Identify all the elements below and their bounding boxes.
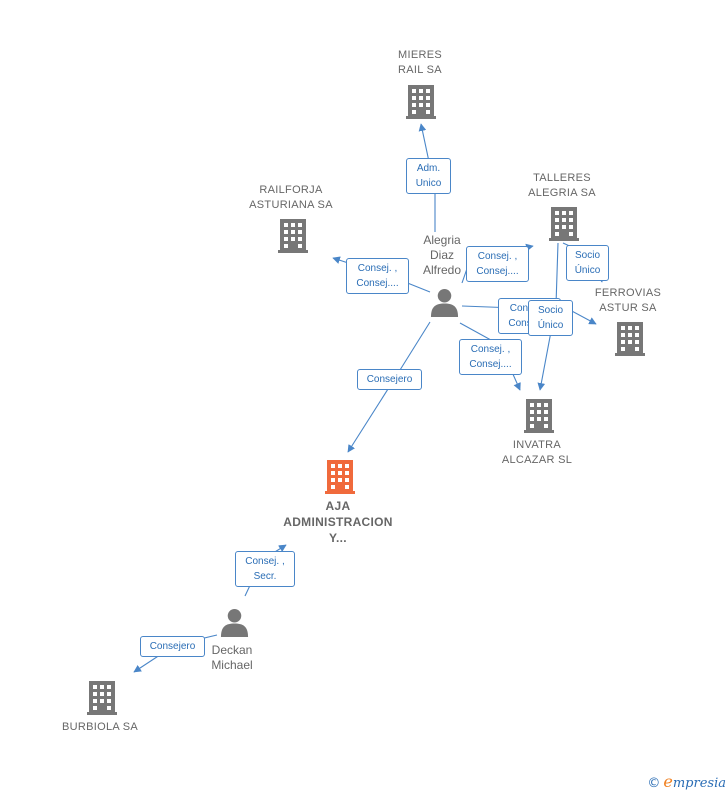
edge-label-line: Consej.... [476,266,519,277]
node-label-line: Alegria [423,233,461,247]
edge-label-line: Consej.... [469,359,512,370]
node-label-line: INVATRA [512,439,562,451]
edge-label-deckan-aja[interactable]: Consej. , Secr. [235,551,295,587]
node-label-line: MIERES [398,49,442,61]
node-label-burbiola[interactable]: BURBIOLA SA [30,720,170,735]
brand-logo-initial: e [663,772,673,791]
edge-label-line: Único [537,320,564,331]
node-label-line: ALCAZAR SL [501,454,573,466]
edge-label-talleres-ferrovias[interactable]: Socio Único [566,245,609,281]
edge-label-line: Adm. [416,163,441,174]
node-label-talleres[interactable]: TALLERES ALEGRIA SA [492,171,632,201]
node-label-line: Y... [329,531,347,545]
node-label-line: ASTUR SA [599,302,657,314]
edge-label-line: Socio [537,305,563,316]
edge-label-alegria-invatra[interactable]: Consej. , Consej.... [459,339,522,375]
node-label-railforja[interactable]: RAILFORJA ASTURIANA SA [221,183,361,213]
edge-label-line: Consejero [366,374,413,385]
edge-label-line: Único [574,265,601,276]
node-label-line: BURBIOLA SA [61,721,139,733]
edge-label-line: Consej. , [470,344,511,355]
edge-label-line: Consej. , [245,556,285,567]
edge-label-line: Consejero [149,641,196,652]
node-label-line: RAIL SA [398,64,442,76]
node-label-ferrovias[interactable]: FERROVIAS ASTUR SA [558,286,698,316]
edge-label-line: Consej. , [477,251,518,262]
node-label-line: Deckan [211,643,253,657]
ferrovias-building-icon[interactable] [615,322,645,356]
edge-label-talleres-invatra[interactable]: Socio Único [528,300,573,336]
edge-label-alegria-aja[interactable]: Consejero [357,369,422,390]
edge-label-line: Consej. , [357,263,398,274]
mieres-building-icon[interactable] [406,85,436,119]
alegria-person-icon[interactable] [430,288,459,317]
node-label-line: ALEGRIA SA [528,187,596,199]
node-label-line: Diaz [429,248,454,262]
edge-label-line: Consej.... [356,278,399,289]
node-label-line: RAILFORJA [259,184,323,196]
node-label-line: AJA [325,499,351,513]
edge-label-line: Socio [574,250,600,261]
copyright-icon: © [647,776,661,791]
talleres-building-icon[interactable] [549,207,579,241]
node-label-line: Alfredo [422,263,462,277]
railforja-building-icon[interactable] [278,219,308,253]
edge-label-line: Secr. [253,571,277,582]
node-label-line: ASTURIANA SA [249,199,333,211]
node-label-line: ADMINISTRACION [283,515,393,529]
node-label-line: TALLERES [533,172,591,184]
brand-footer[interactable]: ©empresia [647,772,726,791]
edge-label-alegria-railforja[interactable]: Consej. , Consej.... [346,258,409,294]
burbiola-building-icon[interactable] [87,681,117,715]
node-label-aja[interactable]: AJA ADMINISTRACION Y... [268,498,408,546]
node-label-deckan[interactable]: Deckan Michael [182,643,282,673]
edge-label-line: Unico [415,178,442,189]
edge-label-alegria-mieres[interactable]: Adm. Unico [406,158,451,194]
node-label-line: Michael [211,658,253,672]
invatra-building-icon[interactable] [524,399,554,433]
node-label-line: FERROVIAS [594,287,662,299]
brand-logo-text: mpresia [672,776,726,791]
edge-lines [133,123,605,673]
deckan-person-icon[interactable] [220,608,249,637]
node-label-alegria[interactable]: Alegria Diaz Alfredo [392,233,492,278]
node-label-invatra[interactable]: INVATRA ALCAZAR SL [467,438,607,468]
node-label-mieres[interactable]: MIERES RAIL SA [350,48,490,78]
edge-label-deckan-burbiola[interactable]: Consejero [140,636,205,657]
aja-building-icon[interactable] [325,460,355,494]
edge-label-alegria-talleres[interactable]: Consej. , Consej.... [466,246,529,282]
